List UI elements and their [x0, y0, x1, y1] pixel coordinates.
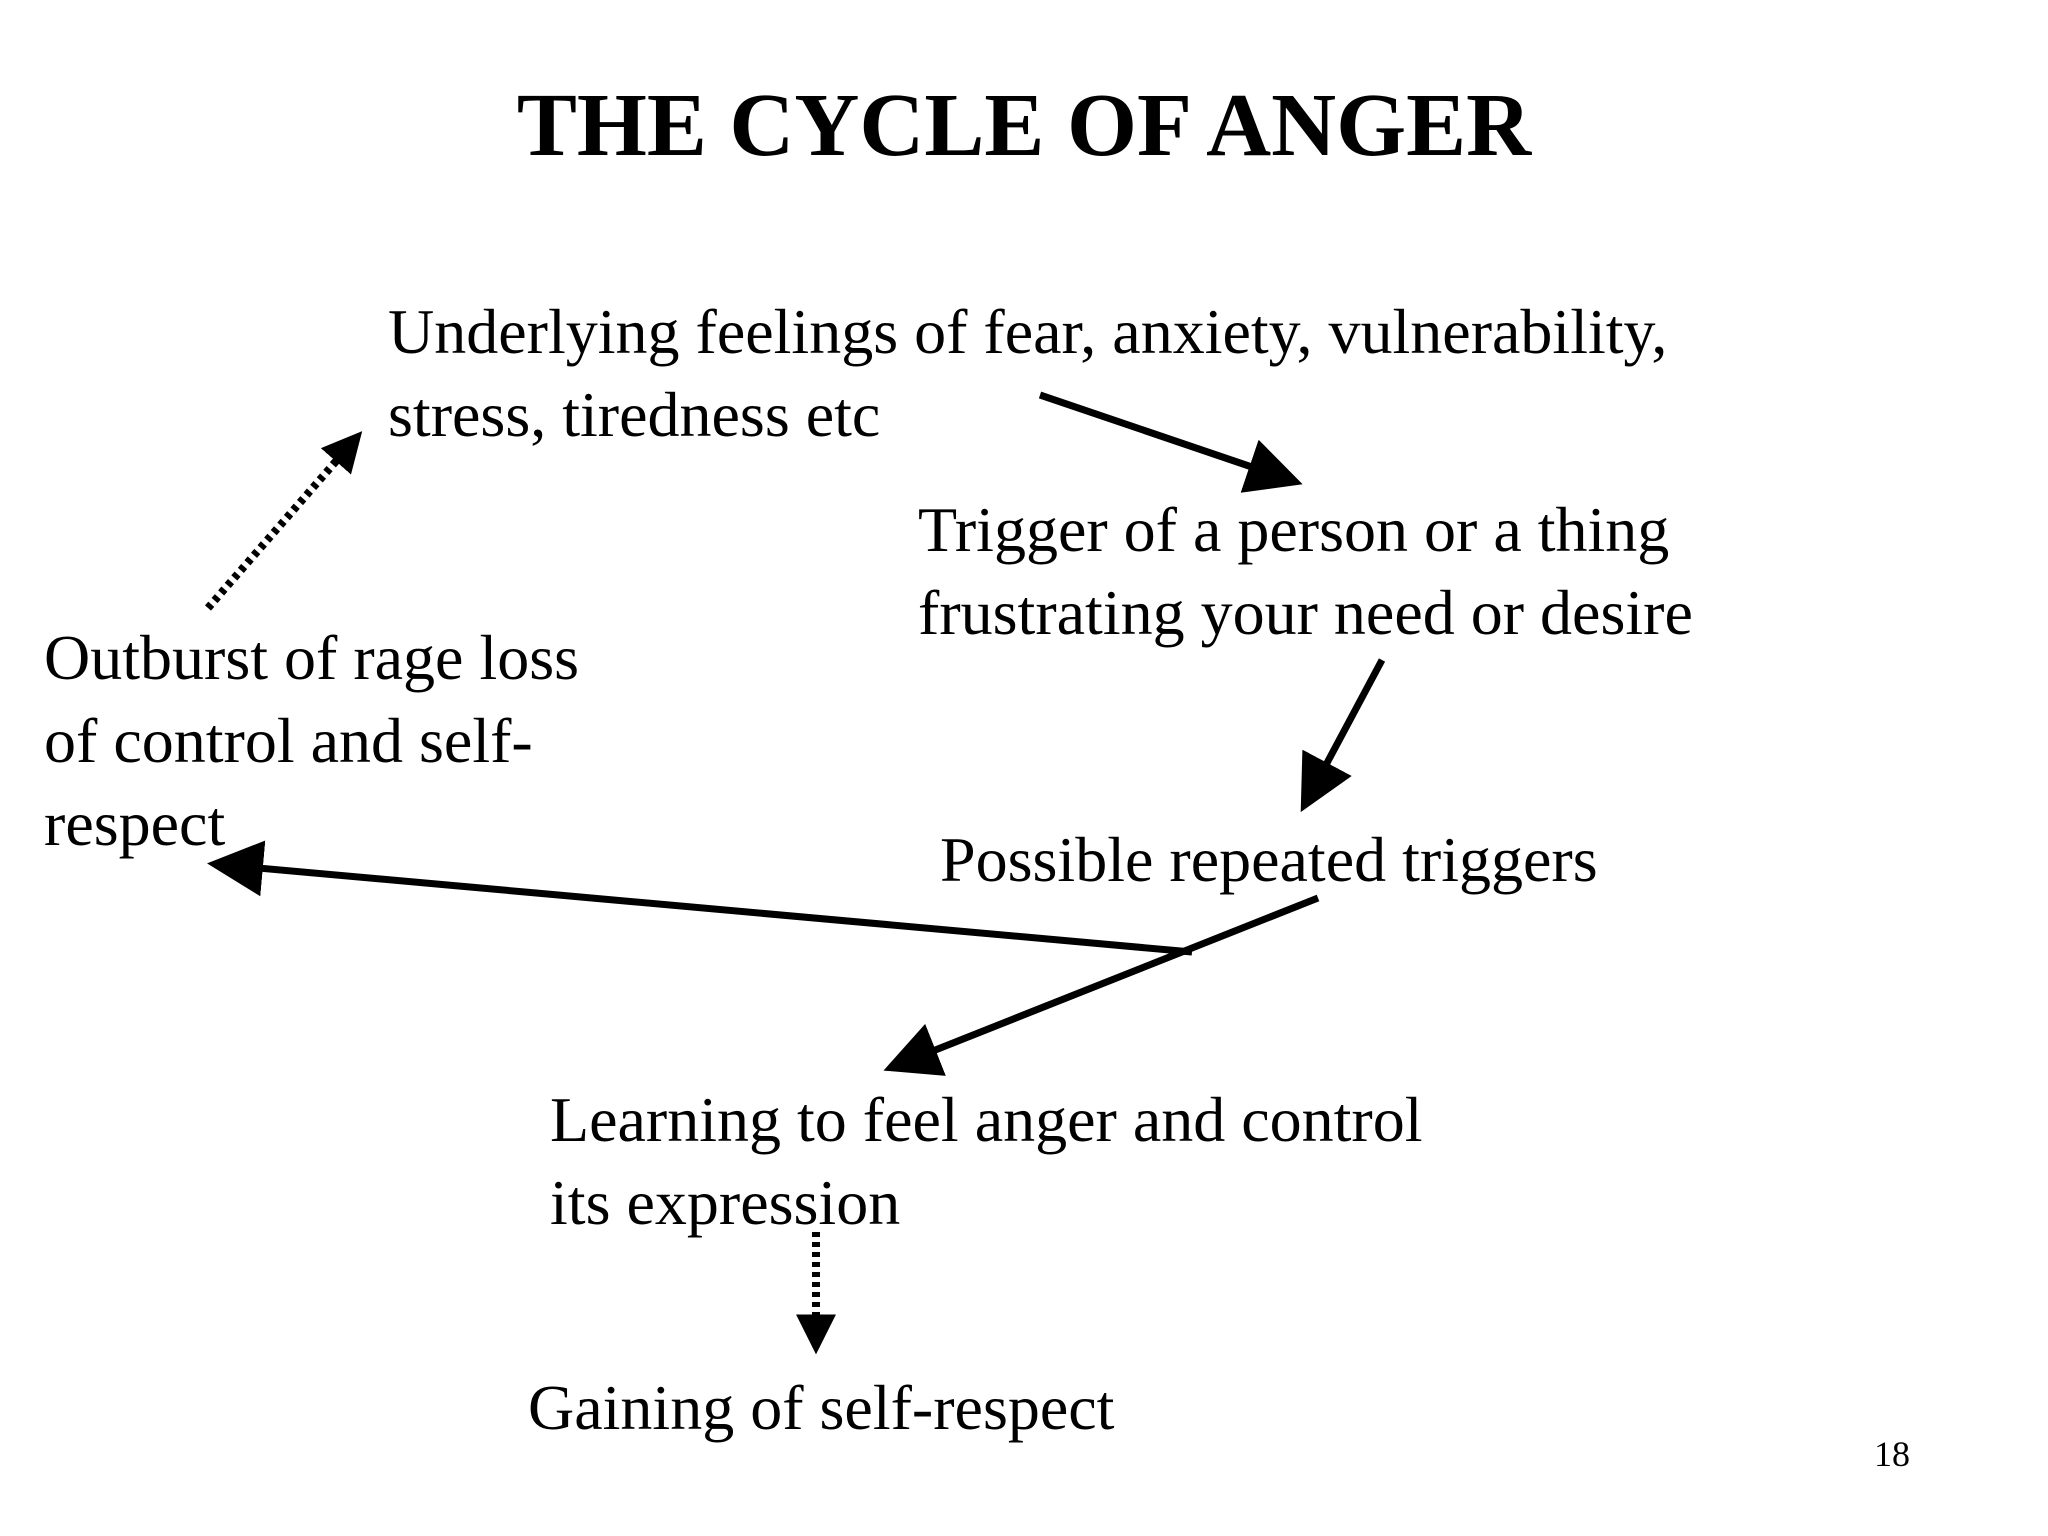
node-repeated-triggers: Possible repeated triggers: [940, 818, 1598, 901]
node-trigger-line-1: Trigger of a person or a thing: [918, 494, 1670, 565]
node-underlying-feelings-line-2: stress, tiredness etc: [388, 379, 881, 450]
page-number: 18: [1874, 1434, 1910, 1474]
diagram-title: THE CYCLE OF ANGER: [516, 76, 1532, 175]
arrow-trigger-to-repeated: [1300, 658, 1386, 813]
node-outburst-of-rage: Outburst of rage loss of control and sel…: [44, 616, 579, 865]
node-trigger-line-2: frustrating your need or desire: [918, 577, 1693, 648]
node-underlying-feelings: Underlying feelings of fear, anxiety, vu…: [388, 290, 1667, 456]
node-outburst-line-1: Outburst of rage loss: [44, 622, 580, 693]
node-learning-line-2: its expression: [550, 1167, 901, 1238]
dotted-arrow-outburst-to-underlying: [204, 431, 363, 611]
arrow-repeated-to-learning: [883, 894, 1320, 1076]
node-gaining-line-1: Gaining of self-respect: [528, 1372, 1115, 1443]
node-gaining-self-respect: Gaining of self-respect: [528, 1366, 1114, 1449]
node-underlying-feelings-line-1: Underlying feelings of fear, anxiety, vu…: [388, 296, 1668, 367]
node-learning-to-control: Learning to feel anger and control its e…: [550, 1078, 1423, 1244]
node-outburst-line-3: respect: [44, 788, 226, 859]
node-outburst-line-2: of control and self-: [44, 705, 533, 776]
node-repeated-triggers-line-1: Possible repeated triggers: [940, 824, 1598, 895]
node-learning-line-1: Learning to feel anger and control: [550, 1084, 1423, 1155]
node-trigger: Trigger of a person or a thing frustrati…: [918, 488, 1693, 654]
